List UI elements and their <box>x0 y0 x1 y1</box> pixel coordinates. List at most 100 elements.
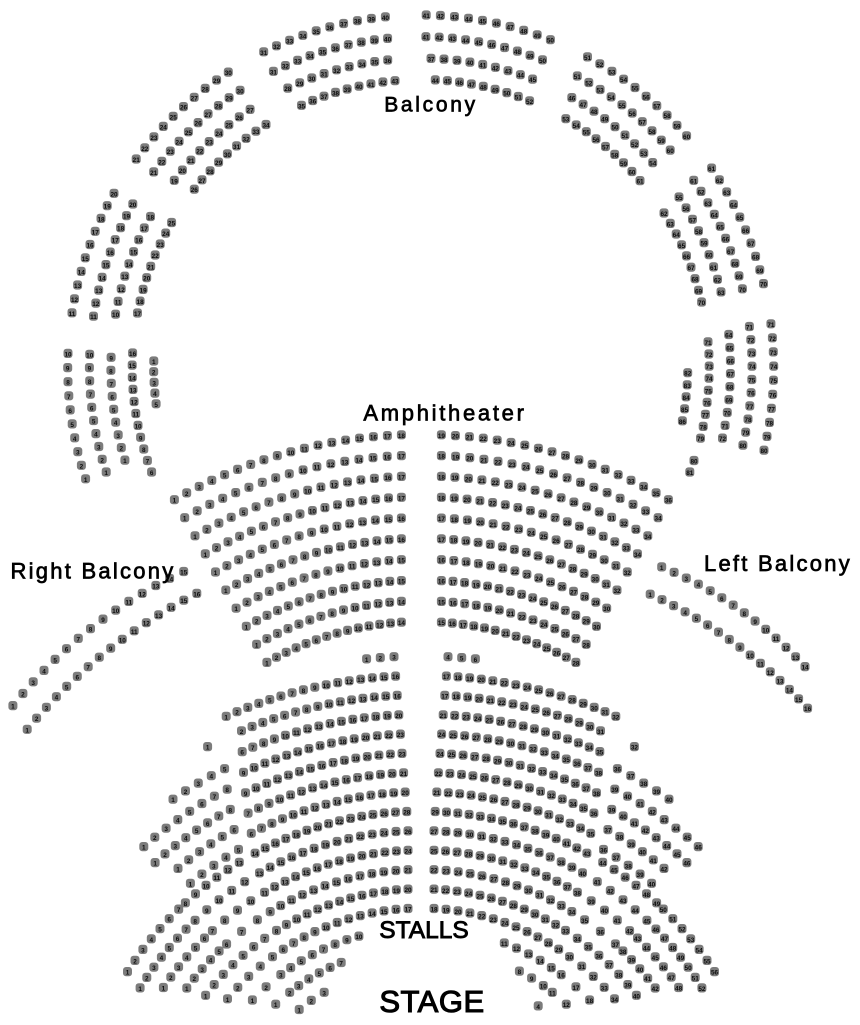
svg-text:41: 41 <box>637 802 645 809</box>
svg-text:13: 13 <box>359 696 367 703</box>
svg-text:48: 48 <box>590 109 598 116</box>
svg-text:51: 51 <box>669 917 677 924</box>
svg-text:33: 33 <box>541 750 549 757</box>
svg-text:25: 25 <box>170 114 178 121</box>
svg-text:15: 15 <box>331 780 339 787</box>
svg-text:37: 37 <box>613 855 621 862</box>
svg-text:32: 32 <box>510 862 518 869</box>
svg-text:3: 3 <box>197 485 201 492</box>
svg-text:77: 77 <box>746 404 754 411</box>
svg-text:43: 43 <box>661 818 669 825</box>
svg-text:78: 78 <box>700 424 708 431</box>
svg-text:28: 28 <box>520 724 528 731</box>
svg-text:22: 22 <box>494 459 502 466</box>
svg-text:18: 18 <box>147 215 155 222</box>
svg-text:22: 22 <box>507 589 515 596</box>
svg-text:5: 5 <box>261 547 265 554</box>
svg-text:3: 3 <box>226 540 230 547</box>
svg-text:4: 4 <box>294 646 298 653</box>
svg-text:39: 39 <box>371 38 379 45</box>
svg-text:37: 37 <box>427 56 435 63</box>
svg-text:19: 19 <box>451 475 459 482</box>
svg-text:36: 36 <box>614 767 622 774</box>
svg-text:17: 17 <box>92 229 100 236</box>
svg-text:37: 37 <box>564 885 572 892</box>
svg-text:30: 30 <box>586 725 594 732</box>
svg-text:24: 24 <box>458 773 466 780</box>
svg-text:5: 5 <box>223 767 227 774</box>
svg-text:16: 16 <box>394 693 402 700</box>
svg-text:61: 61 <box>708 166 716 173</box>
svg-text:22: 22 <box>499 545 507 552</box>
svg-text:33: 33 <box>558 904 566 911</box>
svg-text:49: 49 <box>492 87 500 94</box>
svg-text:67: 67 <box>687 265 695 272</box>
svg-text:38: 38 <box>595 770 603 777</box>
svg-text:7: 7 <box>249 462 253 469</box>
svg-text:2: 2 <box>184 789 188 796</box>
svg-text:20: 20 <box>402 790 410 797</box>
svg-text:56: 56 <box>682 206 690 213</box>
svg-text:3: 3 <box>198 850 202 857</box>
svg-text:29: 29 <box>494 758 502 765</box>
svg-text:1: 1 <box>11 704 15 711</box>
svg-text:45: 45 <box>475 40 483 47</box>
svg-text:4: 4 <box>229 515 233 522</box>
svg-text:28: 28 <box>565 717 573 724</box>
svg-text:23: 23 <box>369 832 377 839</box>
svg-text:16: 16 <box>288 855 296 862</box>
svg-text:30: 30 <box>443 810 451 817</box>
svg-text:44: 44 <box>643 945 651 952</box>
svg-text:9: 9 <box>298 512 302 519</box>
svg-text:26: 26 <box>460 753 468 760</box>
svg-text:9: 9 <box>267 801 271 808</box>
svg-text:49: 49 <box>534 33 542 40</box>
svg-text:21: 21 <box>495 587 503 594</box>
svg-text:28: 28 <box>512 802 520 809</box>
svg-text:26: 26 <box>481 776 489 783</box>
svg-text:3: 3 <box>116 433 120 440</box>
svg-text:18: 18 <box>398 433 406 440</box>
svg-text:17: 17 <box>134 311 142 318</box>
svg-text:13: 13 <box>121 274 129 281</box>
svg-text:12: 12 <box>349 542 357 549</box>
svg-text:10: 10 <box>336 566 344 573</box>
svg-text:6: 6 <box>283 713 287 720</box>
svg-text:27: 27 <box>205 112 213 119</box>
svg-text:29: 29 <box>592 600 600 607</box>
svg-text:5: 5 <box>297 622 301 629</box>
svg-text:77: 77 <box>768 406 776 413</box>
svg-text:28: 28 <box>569 567 577 574</box>
svg-text:66: 66 <box>683 254 691 261</box>
svg-text:39: 39 <box>653 789 661 796</box>
svg-text:25: 25 <box>168 221 176 228</box>
svg-text:14: 14 <box>267 865 275 872</box>
svg-text:55: 55 <box>583 130 591 137</box>
svg-text:9: 9 <box>88 366 92 373</box>
svg-text:14: 14 <box>320 783 328 790</box>
svg-text:36: 36 <box>590 811 598 818</box>
svg-text:30: 30 <box>589 462 597 469</box>
svg-text:45: 45 <box>673 852 681 859</box>
svg-text:3: 3 <box>76 450 80 457</box>
svg-text:14: 14 <box>386 579 394 586</box>
svg-text:16: 16 <box>398 537 406 544</box>
svg-text:9: 9 <box>242 770 246 777</box>
svg-text:11: 11 <box>501 941 508 948</box>
svg-text:40: 40 <box>648 881 656 888</box>
svg-text:66: 66 <box>727 359 735 366</box>
svg-text:70: 70 <box>760 282 768 289</box>
svg-text:2: 2 <box>672 570 676 577</box>
svg-text:17: 17 <box>461 602 469 609</box>
svg-text:40: 40 <box>620 814 628 821</box>
svg-text:20: 20 <box>487 564 495 571</box>
svg-text:17: 17 <box>384 434 392 441</box>
svg-text:6: 6 <box>150 470 154 477</box>
svg-text:23: 23 <box>463 715 471 722</box>
svg-text:23: 23 <box>206 140 214 147</box>
svg-text:8: 8 <box>275 929 279 936</box>
svg-text:31: 31 <box>612 564 620 571</box>
svg-text:35: 35 <box>653 491 661 498</box>
svg-text:70: 70 <box>739 287 747 294</box>
svg-text:36: 36 <box>536 851 544 858</box>
